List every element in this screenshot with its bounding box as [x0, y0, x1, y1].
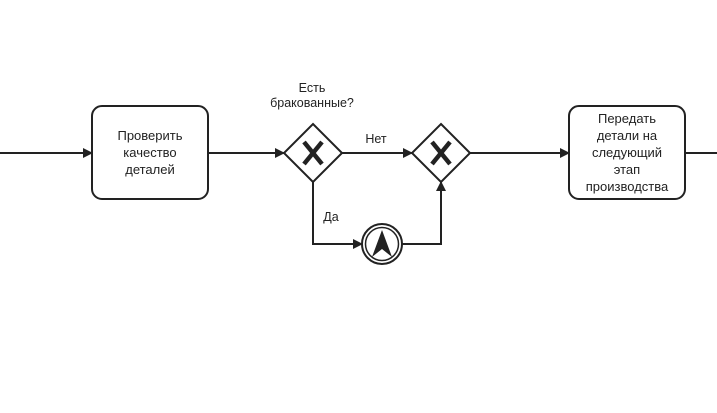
exclusive-x-icon [302, 140, 324, 166]
exclusive-x-icon [430, 140, 452, 166]
gateway-question-line-2: бракованные? [270, 96, 354, 110]
task-label: Проверить качество деталей [92, 106, 208, 199]
task-check-quality[interactable]: Проверить качество деталей [91, 105, 209, 200]
task-label-line: деталей [125, 162, 175, 177]
task-label: Передать детали на следующий этап произв… [569, 106, 685, 199]
task-label-line: детали на [596, 128, 658, 143]
gateway-question-line-1: Есть [299, 81, 326, 95]
task-label-line: Передать [597, 111, 656, 126]
task-label-line: Проверить [117, 128, 183, 143]
task-pass-parts[interactable]: Передать детали на следующий этап произв… [568, 105, 686, 200]
gateway-merge[interactable] [410, 122, 472, 184]
flow-label-yes: Да [323, 210, 338, 224]
flow-label-no: Нет [365, 132, 387, 146]
task-label-line: следующий [591, 145, 663, 160]
escalation-event[interactable] [361, 223, 403, 265]
gateway-defects-check[interactable] [282, 122, 344, 184]
escalation-arrow-icon [372, 230, 392, 257]
flow-escalation-to-merge[interactable] [402, 181, 446, 245]
flow-yes[interactable] [312, 182, 363, 249]
task-label-line: этап [613, 162, 641, 177]
task-label-line: производства [585, 179, 669, 194]
task-label-line: качество [123, 145, 177, 160]
sequence-flows [0, 148, 717, 249]
